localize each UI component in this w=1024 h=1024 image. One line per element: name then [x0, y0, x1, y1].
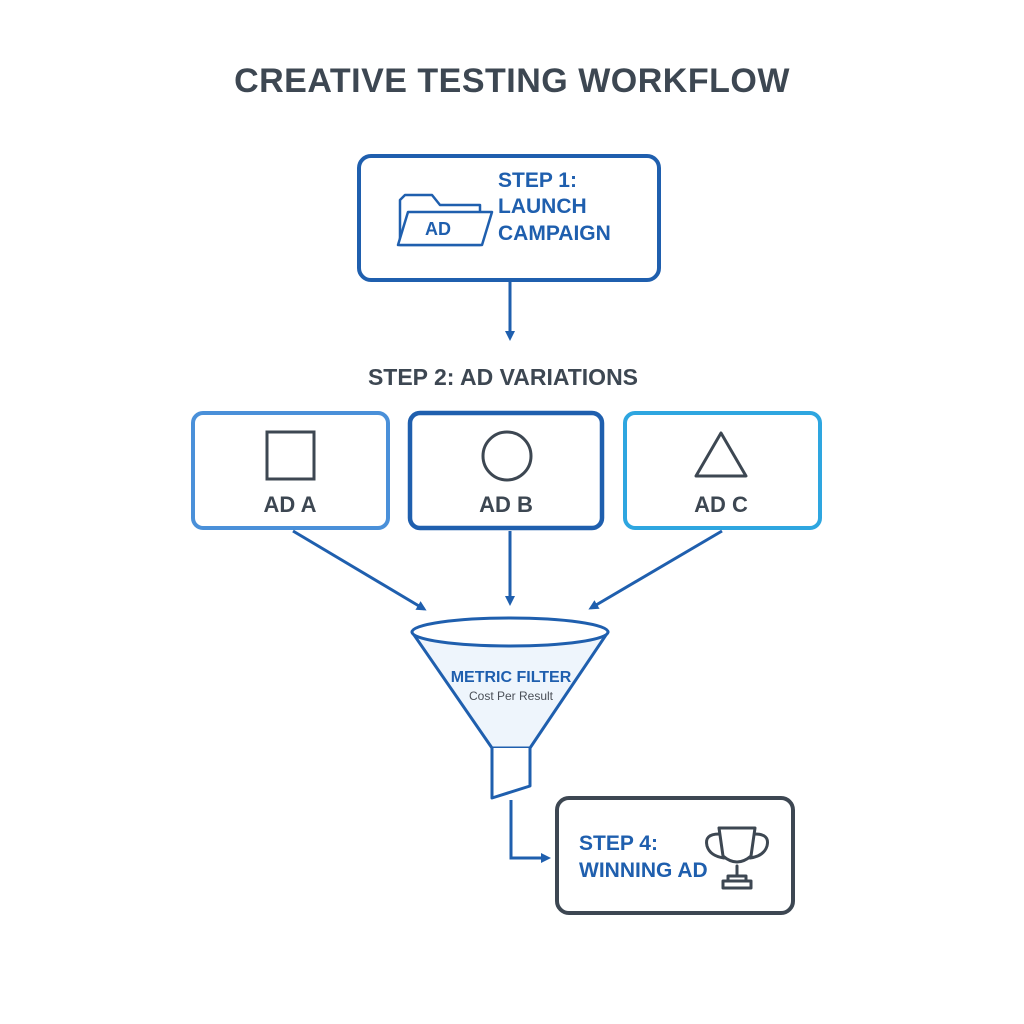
ad-c-label: AD C: [694, 492, 748, 517]
folder-ad-badge: AD: [425, 219, 451, 239]
arrow-ad-a-to-filter: [292, 529, 427, 611]
step1-line1: STEP 1:: [498, 169, 577, 192]
trophy-icon: [705, 826, 769, 890]
ad-a-label: AD A: [264, 492, 317, 517]
arrow-ad-c-to-filter: [588, 529, 723, 610]
step4-box: STEP 4: WINNING AD: [555, 796, 795, 915]
square-icon: [265, 430, 316, 481]
folder-icon: AD: [396, 193, 494, 247]
ad-a-card: AD A: [191, 411, 390, 530]
step4-line1: STEP 4:: [579, 832, 658, 855]
triangle-icon: [694, 431, 748, 478]
arrow-filter-to-step4: [509, 800, 551, 863]
circle-icon: [481, 430, 533, 482]
step4-line2: WINNING AD: [579, 859, 708, 882]
step1-line2: LAUNCH: [498, 195, 587, 218]
step2-label: STEP 2: AD VARIATIONS: [368, 364, 638, 390]
ad-b-card: AD B: [407, 410, 605, 531]
page-title: CREATIVE TESTING WORKFLOW: [234, 62, 790, 100]
ad-b-label: AD B: [479, 492, 533, 517]
filter-subtitle: Cost Per Result: [469, 689, 554, 703]
step1-line3: CAMPAIGN: [498, 222, 611, 245]
funnel-icon: METRIC FILTER Cost Per Result: [410, 616, 610, 800]
filter-title: METRIC FILTER: [451, 669, 572, 686]
step1-box: AD STEP 1: LAUNCH CAMPAIGN: [357, 154, 661, 282]
ad-c-card: AD C: [623, 411, 822, 530]
